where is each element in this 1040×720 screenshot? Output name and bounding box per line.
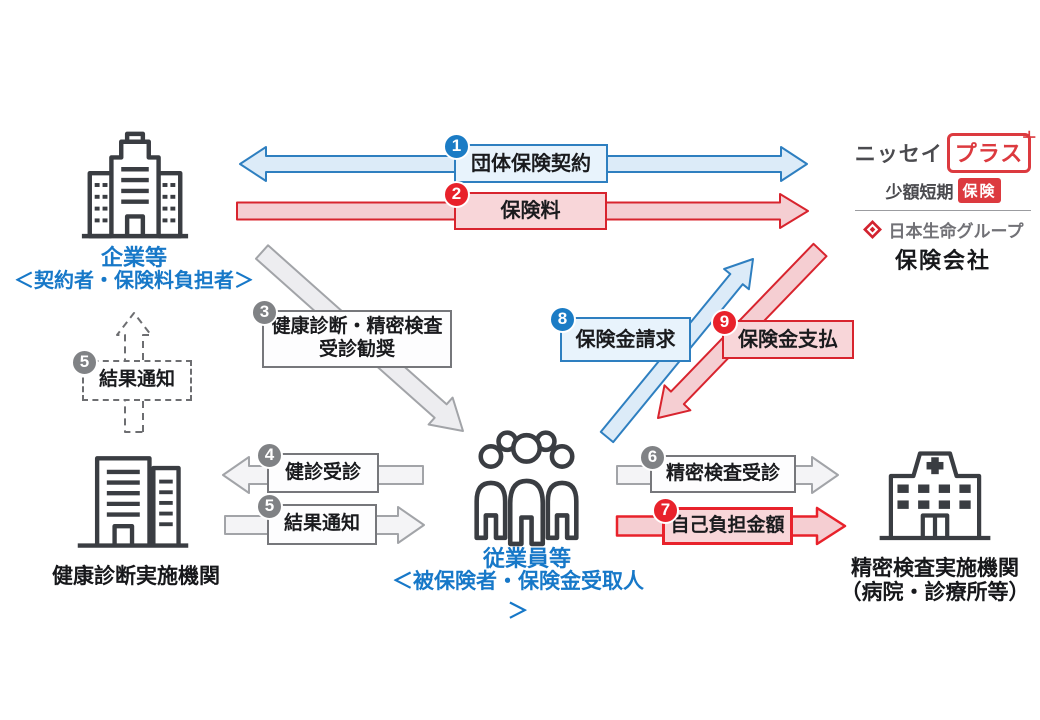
company-building-icon (81, 131, 189, 239)
flow-box-self-payment: 7 自己負担金額 (652, 497, 793, 545)
flow-label-4: 健診受診 (284, 461, 361, 483)
flow-box-result-notice-right: 5 結果通知 (256, 493, 377, 545)
employees-name: 従業員等 (482, 546, 571, 571)
flow-label-3: 健康診断・精密検査 (271, 316, 443, 338)
flow-box-detailed-exam-visit: 6 精密検査受診 (639, 444, 796, 493)
checkup-building-icon (77, 456, 189, 548)
exam-org-name: 精密検査実施機関 (851, 557, 1019, 580)
flow-badge-1: 1 (443, 133, 470, 160)
flow-badge-9: 9 (711, 309, 738, 336)
logo-group-text: 日本生命グループ (888, 222, 1024, 241)
company-name: 企業等 (100, 245, 167, 270)
logo-hoken-badge: 保険 (958, 178, 1001, 203)
employees-role: ＜被保険者・保険金受取人＞ (392, 570, 644, 623)
insurer-name: 保険会社 (894, 248, 991, 273)
flow-badge-3: 3 (251, 299, 278, 326)
flow-badge-8: 8 (549, 306, 576, 333)
flow-box-result-notice-up: 5 結果通知 (71, 349, 192, 401)
flow-badge-5a: 5 (71, 349, 98, 376)
logo-divider (855, 210, 1031, 211)
employees-group-icon (474, 430, 579, 547)
flow-box-checkup-recommendation: 3 健康診断・精密検査 受診勧奨 (251, 299, 452, 368)
logo-shogaku-text: 少額短期 (885, 183, 954, 202)
flow-label-5a: 結果通知 (98, 369, 175, 391)
flow-box-group-contract: 1 団体保険契約 (443, 133, 608, 183)
hospital-icon (879, 451, 991, 541)
flow-label-7: 自己負担金額 (670, 514, 785, 536)
flow-box-benefit-payment: 9 保険金支払 (711, 309, 854, 359)
checkup-org-name: 健康診断実施機関 (52, 565, 220, 588)
flow-badge-4: 4 (256, 442, 283, 469)
nippon-life-diamond-icon (862, 220, 882, 239)
flow-label-5b: 結果通知 (283, 513, 360, 535)
flow-badge-7: 7 (652, 497, 679, 524)
flow-box-premium: 2 保険料 (443, 181, 607, 230)
flow-label-8: 保険金請求 (575, 328, 676, 351)
flow-badge-6: 6 (639, 444, 666, 471)
flow-box-checkup-visit: 4 健診受診 (256, 442, 379, 493)
flow-label-9: 保険金支払 (738, 328, 838, 351)
flow-label-2: 保険料 (500, 200, 561, 222)
company-role: ＜契約者・保険料負担者＞ (14, 270, 254, 292)
flow-label-3b: 受診勧奨 (318, 339, 395, 360)
logo-plus-box: プラス ＋ (946, 130, 1037, 173)
nissay-plus-logo: ニッセイ プラス ＋ 少額短期 保険 日本生命グループ (853, 130, 1038, 242)
flow-label-6: 精密検査受診 (665, 462, 780, 484)
flow-badge-5b: 5 (256, 493, 283, 520)
flow-box-claim: 8 保険金請求 (549, 306, 691, 362)
exam-org-sub: （病院・診療所等） (840, 581, 1030, 604)
flow-label-1: 団体保険契約 (471, 152, 591, 175)
logo-plus-sparkle-icon: ＋ (1021, 130, 1039, 147)
logo-nissay-text: ニッセイ (854, 143, 943, 166)
flow-badge-2: 2 (443, 181, 470, 208)
